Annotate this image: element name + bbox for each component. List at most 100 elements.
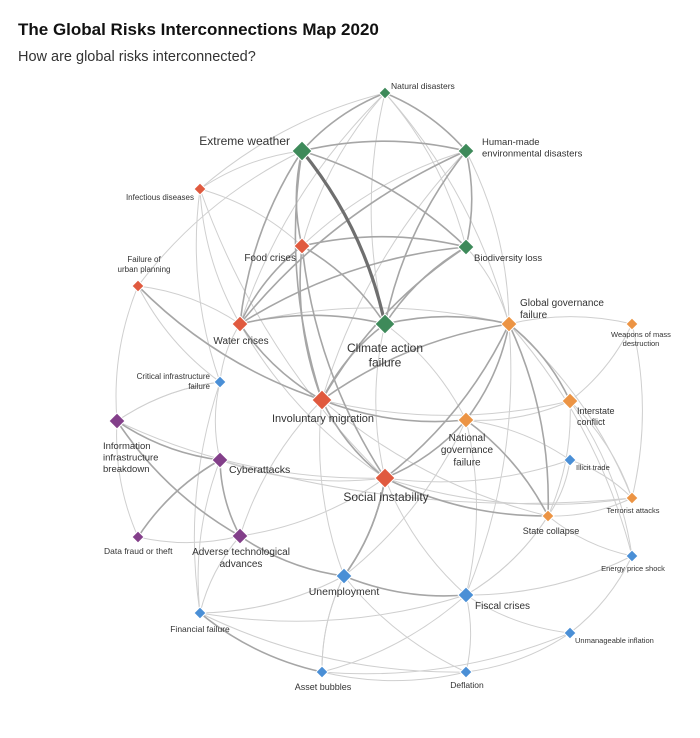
link-water_crises-infectious_diseases — [199, 188, 241, 325]
link-global_governance-national_governance — [465, 323, 510, 421]
link-national_governance-illicit_trade — [465, 419, 571, 461]
link-urban_planning-info_infra — [115, 285, 139, 422]
node-info-infra[interactable] — [108, 412, 126, 430]
node-label-involuntary-migration: Involuntary migration — [272, 413, 374, 425]
node-energy-price-shock[interactable] — [625, 549, 639, 563]
node-label-asset-bubbles: Asset bubbles — [295, 682, 352, 692]
node-fiscal-crises[interactable] — [457, 586, 475, 604]
link-extreme_weather-involuntary_migration — [294, 150, 323, 401]
node-critical-infra[interactable] — [213, 375, 227, 389]
link-infectious_diseases-social_instability — [199, 188, 386, 479]
node-extreme-weather[interactable] — [291, 140, 313, 162]
link-global_governance-state_collapse — [508, 323, 550, 517]
link-financial_failure-deflation — [199, 612, 467, 673]
link-cyberattacks-info_infra — [116, 420, 221, 461]
link-natural_disasters-infectious_diseases — [199, 92, 386, 190]
node-global-governance[interactable] — [500, 315, 518, 333]
node-national-governance[interactable] — [457, 411, 475, 429]
link-involuntary_migration-global_governance — [321, 323, 510, 401]
link-climate_action_failure-national_governance — [384, 323, 467, 421]
node-unemployment[interactable] — [335, 567, 353, 585]
node-water-crises[interactable] — [231, 315, 249, 333]
link-climate_action_failure-water_crises — [239, 314, 386, 325]
node-label-unmanageable-inflation: Unmanageable inflation — [575, 636, 654, 645]
node-cyberattacks[interactable] — [211, 451, 229, 469]
node-data-fraud[interactable] — [131, 530, 145, 544]
link-adverse_tech-unemployment — [239, 535, 345, 577]
node-unmanageable-inflation[interactable] — [563, 626, 577, 640]
link-social_instability-illicit_trade — [384, 459, 571, 483]
link-fiscal_crises-energy_price_shock — [465, 555, 633, 596]
link-extreme_weather-infectious_diseases — [199, 150, 303, 190]
node-food-crises[interactable] — [293, 237, 311, 255]
node-label-illicit-trade: Illicit trade — [576, 463, 610, 472]
node-label-energy-price-shock: Energy price shock — [601, 564, 665, 573]
link-cyberattacks-financial_failure — [197, 459, 221, 614]
link-info_infra-data_fraud — [116, 420, 139, 538]
link-fiscal_crises-asset_bubbles — [321, 594, 467, 673]
link-extreme_weather-water_crises — [239, 150, 303, 325]
link-climate_action_failure-involuntary_migration — [321, 323, 386, 401]
node-climate-action-failure[interactable] — [374, 313, 396, 335]
node-illicit-trade[interactable] — [563, 453, 577, 467]
link-natural_disasters-climate_action_failure — [370, 92, 386, 325]
node-urban-planning[interactable] — [131, 279, 145, 293]
link-urban_planning-critical_infra — [137, 285, 221, 383]
link-financial_failure-asset_bubbles — [199, 612, 323, 673]
node-label-extreme-weather: Extreme weather — [199, 134, 290, 148]
node-infectious-diseases[interactable] — [193, 182, 207, 196]
node-deflation[interactable] — [459, 665, 473, 679]
link-biodiversity_loss-water_crises — [239, 246, 467, 325]
node-state-collapse[interactable] — [541, 509, 555, 523]
node-label-social-instability: Social instability — [343, 490, 428, 504]
link-social_instability-global_governance — [384, 323, 510, 479]
link-critical_infra-info_infra — [116, 381, 221, 422]
link-info_infra-adverse_tech — [116, 420, 241, 537]
link-wmd-terrorist_attacks — [631, 323, 643, 499]
link-involuntary_migration-social_instability — [321, 399, 386, 479]
link-fiscal_crises-state_collapse — [465, 515, 549, 596]
node-human-made-env[interactable] — [457, 142, 475, 160]
node-label-fiscal-crises: Fiscal crises — [475, 601, 530, 612]
link-urban_planning-involuntary_migration — [137, 285, 323, 401]
links-layer — [115, 92, 643, 682]
node-social-instability[interactable] — [374, 467, 396, 489]
node-adverse-tech[interactable] — [231, 527, 249, 545]
node-interstate-conflict[interactable] — [561, 392, 579, 410]
link-national_governance-unemployment — [343, 419, 467, 577]
node-label-state-collapse: State collapse — [523, 526, 580, 536]
link-unmanageable_inflation-deflation — [465, 632, 571, 673]
node-involuntary-migration[interactable] — [311, 389, 333, 411]
link-global_governance-interstate_conflict — [508, 323, 571, 402]
node-label-data-fraud: Data fraud or theft — [104, 546, 173, 556]
node-financial-failure[interactable] — [193, 606, 207, 620]
link-social_instability-terrorist_attacks — [384, 477, 633, 505]
node-asset-bubbles[interactable] — [315, 665, 329, 679]
node-terrorist-attacks[interactable] — [625, 491, 639, 505]
link-social_instability-adverse_tech — [239, 477, 386, 537]
node-wmd[interactable] — [625, 317, 639, 331]
link-human_made_env-global_governance — [465, 150, 510, 325]
link-interstate_conflict-energy_price_shock — [569, 400, 633, 557]
link-human_made_env-water_crises — [239, 150, 467, 325]
link-unemployment-deflation — [343, 575, 467, 673]
link-asset_bubbles-unemployment — [321, 575, 345, 673]
link-water_crises-social_instability — [239, 323, 386, 479]
link-water_crises-involuntary_migration — [239, 323, 323, 401]
link-social_instability-info_infra — [116, 420, 386, 479]
link-cyberattacks-critical_infra — [214, 381, 221, 461]
link-social_instability-cyberattacks — [219, 459, 386, 482]
link-involuntary_migration-state_collapse — [321, 399, 549, 517]
node-biodiversity-loss[interactable] — [457, 238, 475, 256]
node-natural-disasters[interactable] — [378, 86, 392, 100]
link-natural_disasters-human_made_env — [384, 92, 467, 152]
link-extreme_weather-human_made_env — [301, 140, 467, 152]
link-national_governance-state_collapse — [465, 419, 549, 517]
